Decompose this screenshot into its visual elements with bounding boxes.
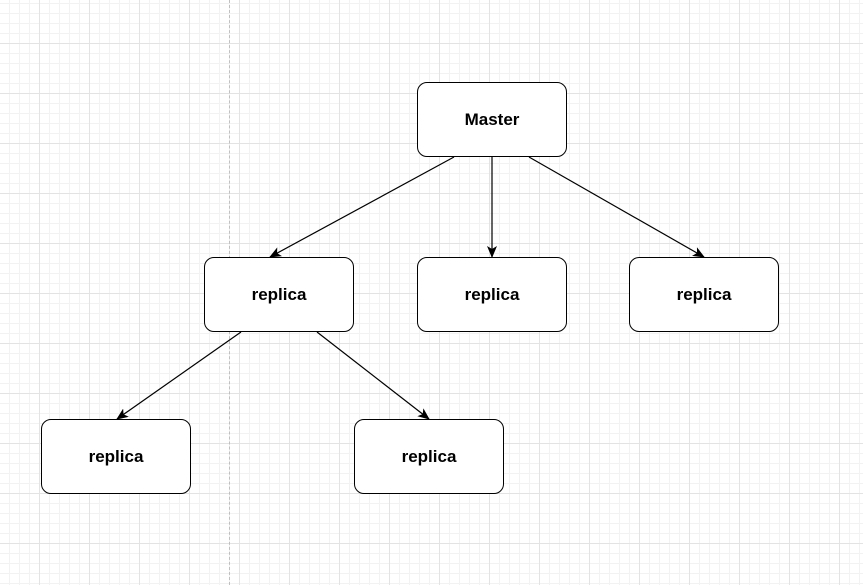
node-replica-5-label: replica bbox=[401, 446, 457, 466]
node-replica-4-label: replica bbox=[88, 446, 144, 466]
node-replica-2-label: replica bbox=[464, 284, 520, 304]
edge-replica-1-to-replica-5[interactable] bbox=[316, 331, 430, 420]
edge-master-to-replica-3[interactable] bbox=[528, 156, 705, 258]
node-replica-1[interactable]: replica bbox=[204, 257, 354, 332]
node-replica-4[interactable]: replica bbox=[41, 419, 191, 494]
node-replica-3-label: replica bbox=[676, 284, 732, 304]
node-replica-1-label: replica bbox=[251, 284, 307, 304]
node-master-label: Master bbox=[464, 109, 520, 129]
node-master[interactable]: Master bbox=[417, 82, 567, 157]
edge-replica-1-to-replica-4[interactable] bbox=[116, 331, 242, 420]
node-replica-2[interactable]: replica bbox=[417, 257, 567, 332]
node-replica-3[interactable]: replica bbox=[629, 257, 779, 332]
edge-master-to-replica-1[interactable] bbox=[269, 156, 455, 258]
node-replica-5[interactable]: replica bbox=[354, 419, 504, 494]
